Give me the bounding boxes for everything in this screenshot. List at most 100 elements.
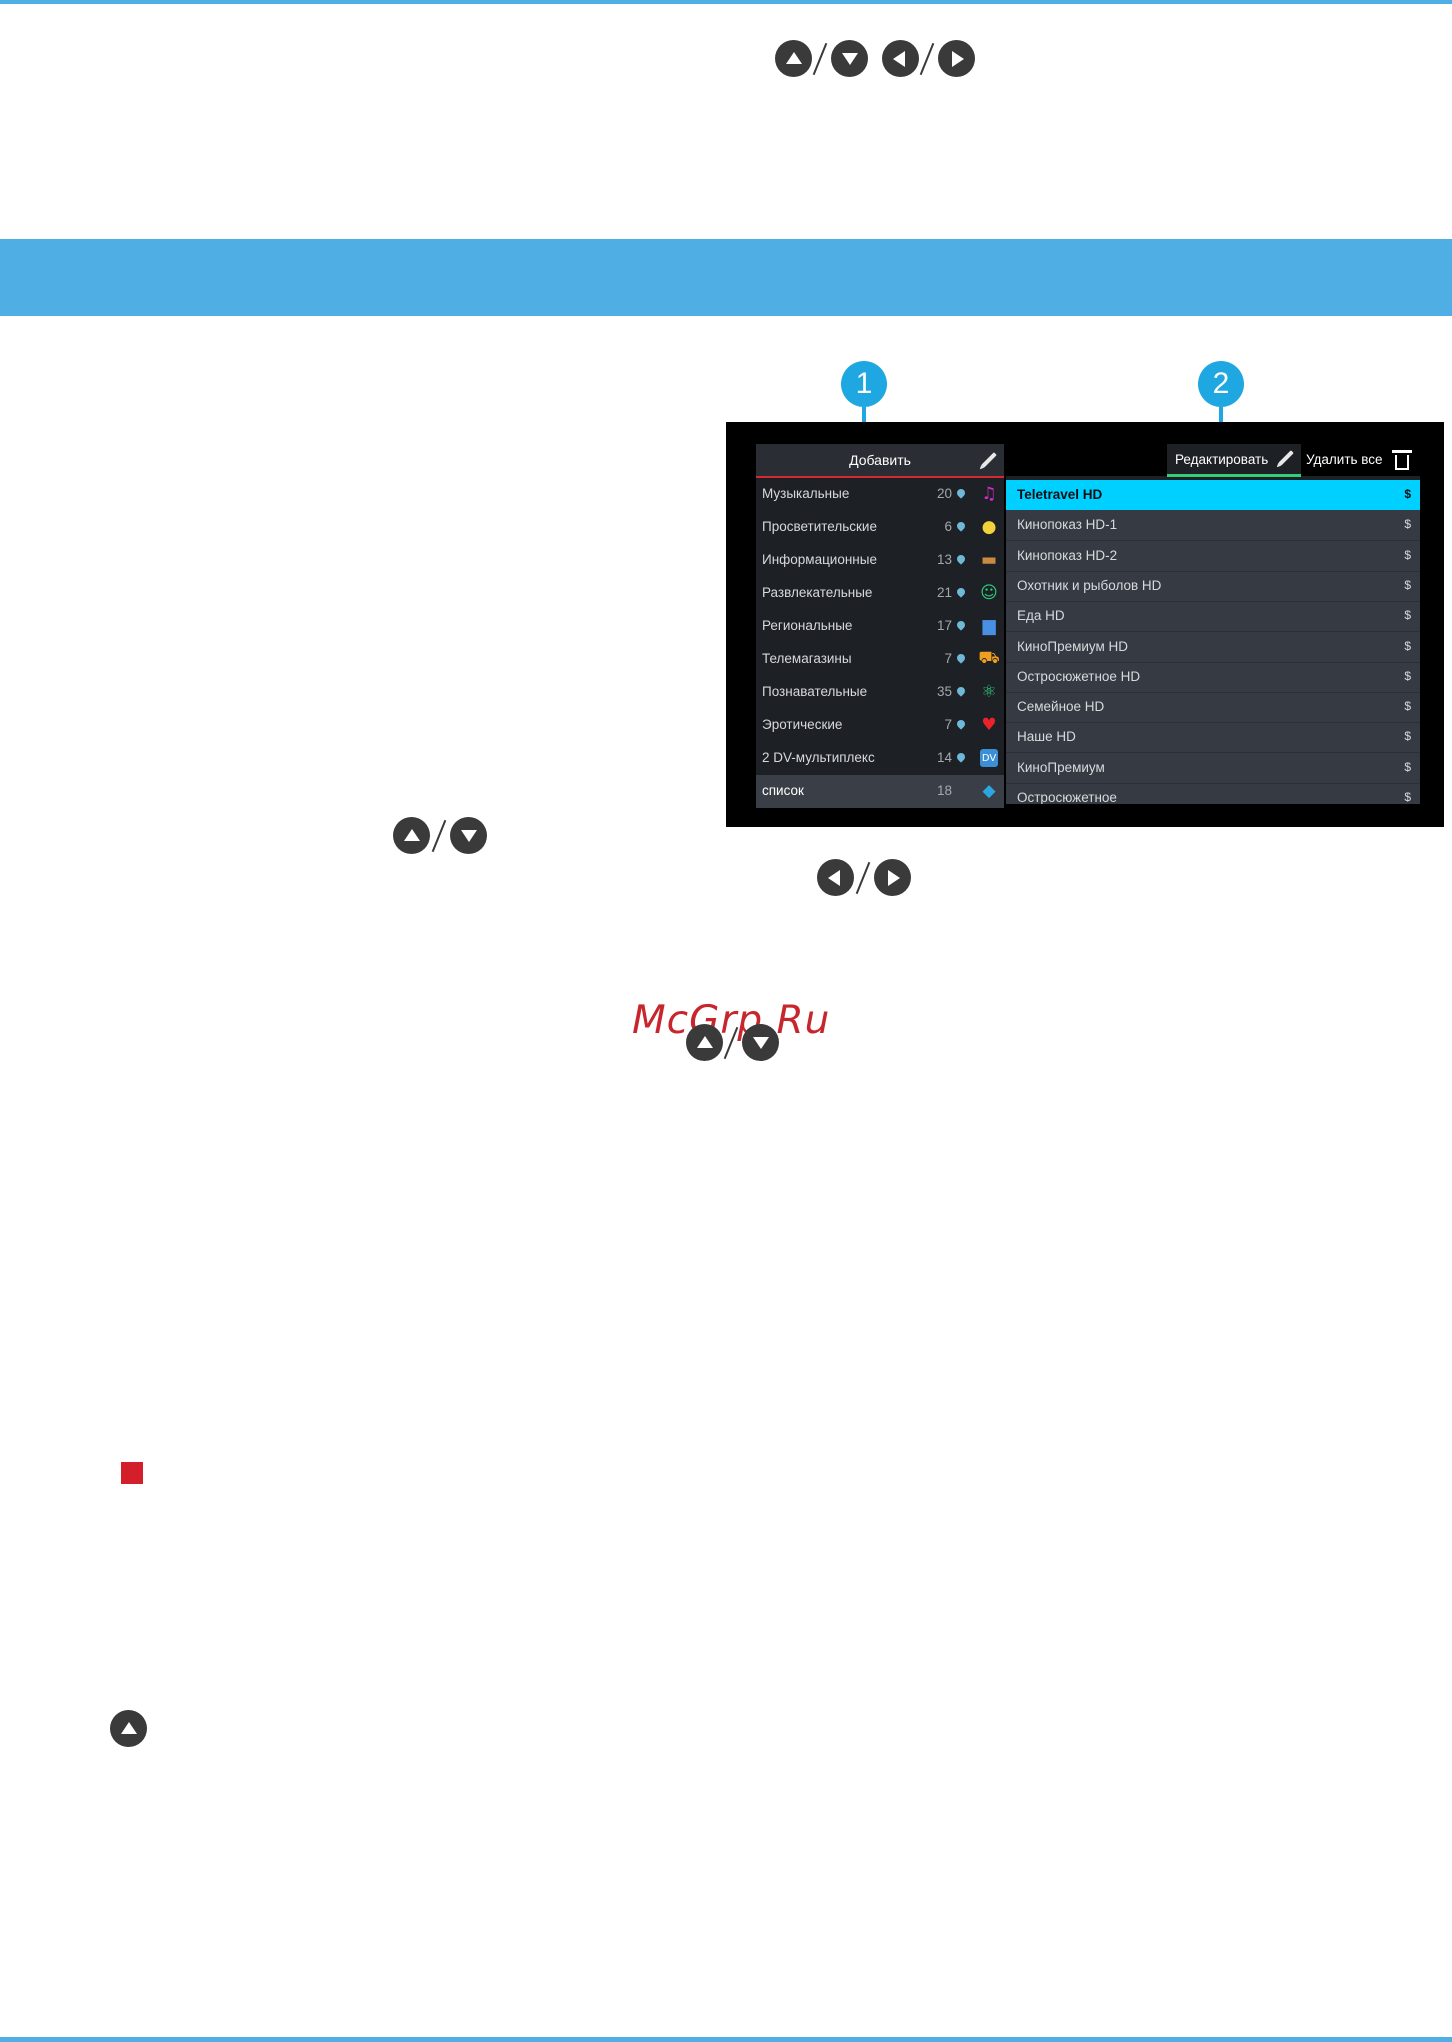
channel-row[interactable]: Остросюжетное $ — [1006, 783, 1420, 804]
delete-all-button[interactable]: Удалить все — [1306, 452, 1383, 467]
category-name: Телемагазины — [762, 651, 852, 666]
category-name: Познавательные — [762, 684, 868, 699]
channel-panel-header: Редактировать Удалить все — [1006, 444, 1420, 477]
category-name: Музыкальные — [762, 486, 850, 501]
channel-name: Наше HD — [1017, 729, 1076, 745]
channel-row[interactable]: Наше HD $ — [1006, 722, 1420, 754]
paid-channel-icon: $ — [1404, 668, 1411, 683]
add-label: Добавить — [849, 452, 911, 468]
shopping-cart-icon: ⛟ — [978, 648, 1000, 668]
paid-channel-icon: $ — [1404, 547, 1411, 562]
right-arrow-button-icon — [874, 859, 911, 896]
up-arrow-button-icon — [110, 1710, 147, 1747]
pin-icon — [955, 685, 967, 697]
left-arrow-button-icon — [882, 40, 919, 77]
category-name: список — [762, 783, 804, 798]
trash-icon[interactable] — [1392, 450, 1412, 470]
channel-name: Остросюжетное — [1017, 790, 1117, 804]
paid-channel-icon: $ — [1404, 759, 1411, 774]
down-arrow-button-icon — [742, 1024, 779, 1061]
heart-icon: ♥ — [981, 715, 997, 735]
category-name: Региональные — [762, 618, 853, 633]
channel-name: КиноПремиум — [1017, 759, 1105, 775]
channel-name: Teletravel HD — [1017, 487, 1103, 502]
slash-divider — [431, 819, 447, 853]
pin-icon — [955, 586, 967, 598]
category-count: 17 — [936, 618, 952, 633]
channel-name: Кинопоказ HD-1 — [1017, 517, 1118, 533]
channel-name: Кинопоказ HD-2 — [1017, 547, 1118, 563]
channel-row[interactable]: КиноПремиум $ — [1006, 753, 1420, 784]
channel-name: Остросюжетное HD — [1017, 668, 1141, 684]
watermark: McGrp.Ru — [632, 998, 831, 1043]
theater-mask-icon: ☺ — [980, 583, 998, 603]
music-note-icon: ♫ — [981, 484, 997, 504]
pin-icon — [955, 652, 967, 664]
pin-icon — [955, 619, 967, 631]
edit-button[interactable]: Редактировать — [1167, 444, 1301, 477]
paid-channel-icon: $ — [1404, 699, 1411, 714]
lightbulb-icon: ● — [981, 517, 997, 537]
channel-row[interactable]: Остросюжетное HD $ — [1006, 662, 1420, 693]
channel-list: Teletravel HD$Кинопоказ HD-1$Кинопоказ H… — [1006, 480, 1420, 804]
pencil-icon — [981, 452, 997, 468]
up-arrow-button-icon — [775, 40, 812, 77]
channel-row[interactable]: Еда HD $ — [1006, 601, 1420, 633]
category-row[interactable]: Телемагазины 7 ⛟ — [756, 643, 1004, 676]
paid-channel-icon: $ — [1404, 517, 1411, 532]
channel-name: Еда HD — [1017, 608, 1065, 624]
category-name: Развлекательные — [762, 585, 873, 600]
category-row[interactable]: Региональные 17 ▆ — [756, 610, 1004, 643]
paid-channel-icon: $ — [1404, 487, 1411, 501]
pencil-icon — [1278, 450, 1294, 466]
up-arrow-button-icon — [686, 1024, 723, 1061]
category-name: Эротические — [762, 717, 843, 732]
channel-row[interactable]: Охотник и рыболов HD$ — [1006, 571, 1420, 602]
paid-channel-icon: $ — [1404, 608, 1411, 623]
channel-row[interactable]: Кинопоказ HD-1 $ — [1006, 510, 1420, 542]
briefcase-icon: ▬ — [980, 550, 998, 570]
channel-name: КиноПремиум HD — [1017, 638, 1129, 654]
channel-row[interactable]: Семейное HD $ — [1006, 692, 1420, 724]
top-rule — [0, 0, 1452, 4]
paid-channel-icon: $ — [1404, 729, 1411, 744]
add-button[interactable]: Добавить — [756, 444, 1004, 478]
channel-row[interactable]: КиноПремиум HD$ — [1006, 632, 1420, 663]
channel-panel: Редактировать Удалить все Teletravel HD $… — [1006, 444, 1420, 804]
pin-icon — [955, 718, 967, 730]
channel-row[interactable]: Кинопоказ HD-2 $ — [1006, 541, 1420, 572]
pin-icon — [955, 487, 967, 499]
category-name: 2 DV-мультиплекс — [762, 750, 875, 765]
ticket-icon: ◆ — [982, 781, 996, 801]
category-count: 14 — [936, 750, 952, 765]
category-row[interactable]: Музыкальные 20 ♫ — [756, 478, 1004, 511]
up-arrow-button-icon — [393, 817, 430, 854]
buildings-icon: ▆ — [982, 616, 996, 636]
red-square-marker — [121, 1462, 143, 1484]
section-header-band — [0, 239, 1452, 316]
category-count: 13 — [936, 552, 952, 567]
category-name: Просветительские — [762, 519, 877, 534]
category-count: 7 — [944, 651, 952, 666]
slash-divider — [855, 861, 871, 895]
paid-channel-icon: $ — [1404, 790, 1411, 804]
channel-name: Семейное HD — [1017, 699, 1105, 715]
callout-1: 1 — [841, 361, 887, 407]
slash-divider — [919, 42, 935, 76]
category-count: 20 — [936, 486, 952, 501]
slash-divider — [812, 42, 828, 76]
channel-name: Охотник и рыболов HD — [1017, 577, 1162, 593]
bottom-rule — [0, 2037, 1452, 2042]
down-arrow-button-icon — [450, 817, 487, 854]
pin-icon — [955, 751, 967, 763]
right-arrow-button-icon — [938, 40, 975, 77]
channel-row[interactable]: Teletravel HD $ — [1006, 480, 1420, 510]
